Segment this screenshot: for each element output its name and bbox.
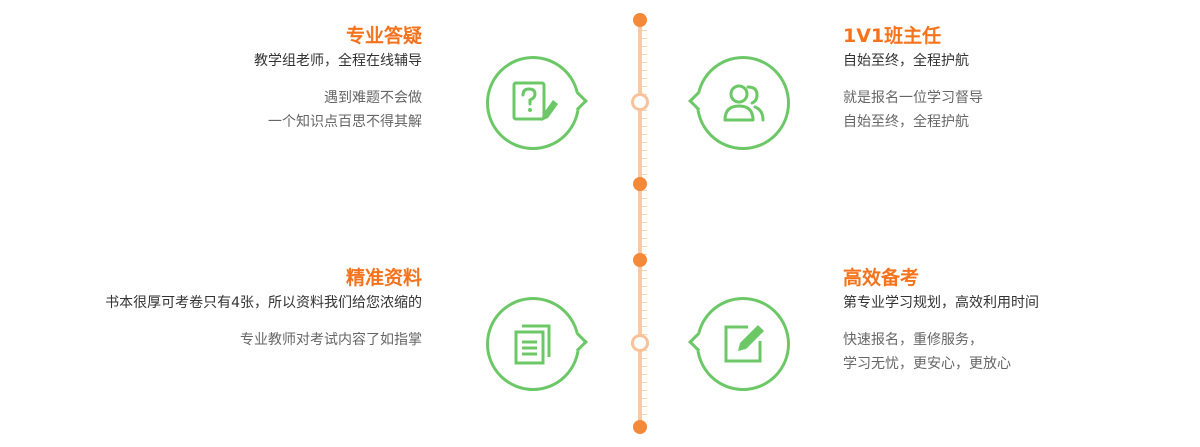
timeline-tick [642,158,647,159]
timeline-tick [642,358,647,359]
timeline-tick [642,278,647,279]
timeline-tick [642,270,647,271]
feature-title: 精准资料 [345,267,422,289]
timeline-tick [642,310,647,311]
timeline-tick [642,398,647,399]
timeline-tick [642,302,647,303]
timeline-dot [633,177,647,191]
timeline-ring [631,334,649,352]
feature-description: 专业教师对考试内容了如指掌 [240,332,422,348]
users-icon [723,84,765,122]
feature-title: 1V1班主任 [843,25,942,47]
timeline-tick [642,406,647,407]
timeline-tick [642,214,647,215]
timeline-tick [642,294,647,295]
timeline-tick [642,134,647,135]
timeline-tick [642,206,647,207]
feature-title: 高效备考 [843,267,920,289]
timeline-tick [642,62,647,63]
feature-subtitle: 第专业学习规划，高效利用时间 [843,295,1039,311]
timeline-dot [633,13,647,27]
feature-icon-bubble [688,56,790,150]
timeline-tick [642,142,647,143]
timeline-tick [642,318,647,319]
feature-efficient-prep: 高效备考 第专业学习规划，高效利用时间 快速报名，重修服务， 学习无忧，更安心，… [843,266,1193,376]
timeline-tick [642,166,647,167]
timeline-tick [642,286,647,287]
feature-icon-bubble [486,297,588,391]
feature-description: 快速报名，重修服务， 学习无忧，更安心，更放心 [843,332,1011,372]
timeline-ring [631,93,649,111]
timeline-tick [642,30,647,31]
document-stack-icon [514,324,551,365]
feature-subtitle: 自始至终，全程护航 [843,53,969,69]
feature-title: 专业答疑 [345,25,422,47]
question-sheet-icon [512,81,558,121]
timeline-tick [642,174,647,175]
timeline-tick [642,150,647,151]
timeline-dot [633,253,647,267]
timeline-tick [642,110,647,111]
feature-class-teacher: 1V1班主任 自始至终，全程护航 就是报名一位学习督导 自始至终，全程护航 [843,24,1193,134]
timeline-tick [642,326,647,327]
timeline-tick [642,238,647,239]
timeline-tick [642,46,647,47]
timeline-dot [633,420,647,434]
feature-subtitle: 书本很厚可考卷只有4张，所以资料我们给您浓缩的 [105,295,422,311]
timeline-tick [642,54,647,55]
timeline-tick [642,86,647,87]
feature-description: 就是报名一位学习督导 自始至终，全程护航 [843,90,983,130]
timeline-line [638,18,642,428]
timeline-tick [642,78,647,79]
timeline-tick [642,414,647,415]
timeline-tick [642,390,647,391]
timeline-tick [642,118,647,119]
timeline-tick [642,230,647,231]
timeline-tick [642,374,647,375]
timeline-tick [642,126,647,127]
timeline-tick [642,38,647,39]
timeline-tick [642,366,647,367]
feature-icon-bubble [688,297,790,391]
timeline-tick [642,246,647,247]
timeline-tick [642,190,647,191]
feature-description: 遇到难题不会做 一个知识点百思不得其解 [268,90,422,130]
feature-icon-bubble [486,56,588,150]
timeline-tick [642,222,647,223]
feature-subtitle: 教学组老师，全程在线辅导 [254,53,422,69]
edit-note-icon [724,325,764,363]
feature-materials: 精准资料 书本很厚可考卷只有4张，所以资料我们给您浓缩的 专业教师对考试内容了如… [2,266,422,352]
feature-qa: 专业答疑 教学组老师，全程在线辅导 遇到难题不会做 一个知识点百思不得其解 [2,24,422,134]
timeline-tick [642,198,647,199]
timeline-tick [642,382,647,383]
timeline-tick [642,70,647,71]
